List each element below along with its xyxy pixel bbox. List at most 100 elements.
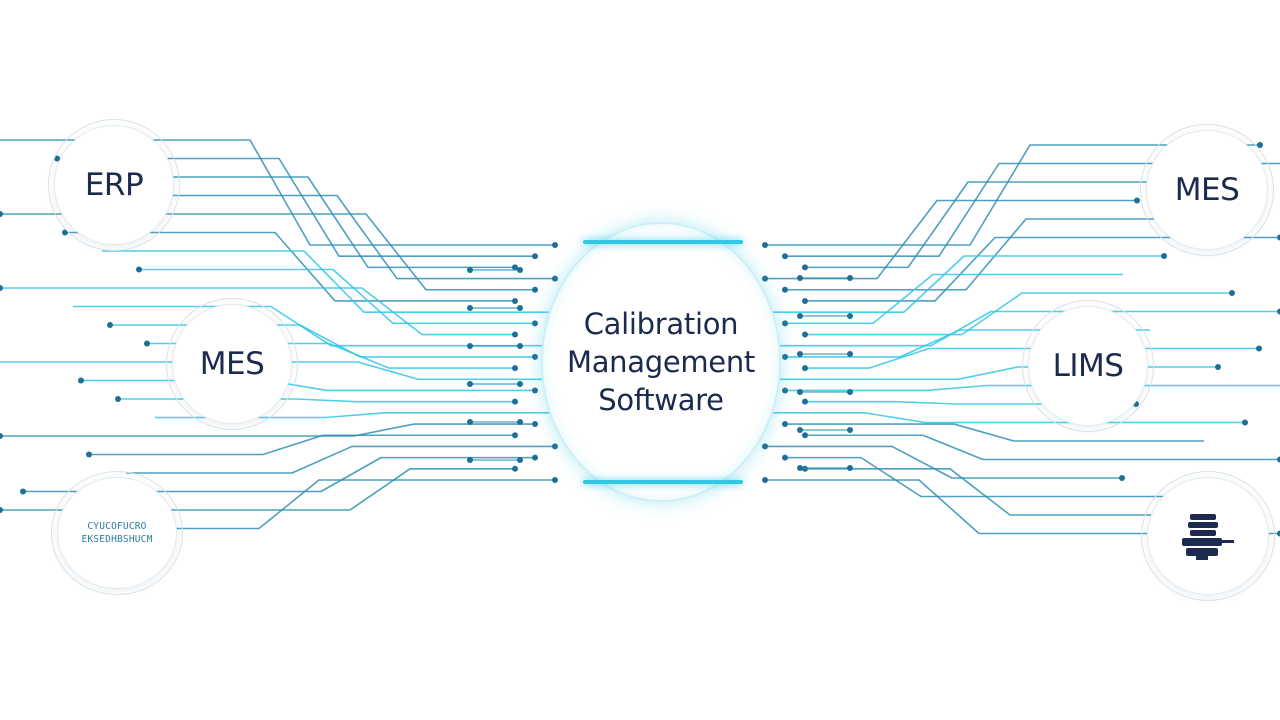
circuit-trace [23, 456, 535, 493]
trace-end-dot [517, 305, 523, 311]
trace-end-dot [1134, 197, 1140, 204]
trace-end-dot [467, 343, 473, 349]
circuit-trace [785, 456, 1231, 498]
trace-end-dot [802, 297, 808, 304]
trace-end-dot [1277, 530, 1280, 537]
trace-end-dot [847, 351, 853, 357]
trace-end-dot [1161, 253, 1167, 259]
trace-end-dot [532, 421, 538, 428]
trace-end-dot [532, 387, 538, 394]
trace-end-dot [762, 443, 768, 450]
circuit-trace [805, 181, 1178, 269]
trace-end-dot [1215, 364, 1221, 370]
circuit-trace [785, 423, 1204, 442]
circuit-trace [139, 268, 535, 325]
trace-end-dot [797, 351, 803, 357]
circuit-trace [81, 379, 535, 392]
circuit-trace [765, 310, 1280, 347]
circuit-trace [765, 255, 1164, 313]
trace-end-dot [847, 313, 853, 319]
node-erp-label: ERP [84, 167, 144, 203]
trace-end-dot [517, 267, 523, 273]
trace-end-dot [0, 433, 3, 439]
trace-end-dot [512, 365, 518, 372]
trace-end-dot [782, 353, 788, 360]
trace-end-dot [517, 419, 523, 425]
trace-end-dot [802, 264, 808, 271]
circuit-trace [126, 445, 555, 474]
trace-end-dot [782, 387, 788, 394]
circuit-trace [805, 292, 1232, 336]
circuit-trace [0, 213, 535, 291]
circuit-trace [131, 194, 555, 280]
trace-end-dot [532, 454, 538, 461]
trace-end-dot [512, 398, 518, 405]
trace-end-dot [797, 313, 803, 319]
trace-end-dot [802, 331, 808, 338]
trace-end-dot [0, 211, 3, 217]
trace-end-dot [802, 398, 808, 405]
trace-end-dot [782, 320, 788, 327]
trace-end-dot [552, 477, 558, 483]
circuit-trace [765, 412, 1245, 424]
trace-end-dot [762, 477, 768, 483]
trace-end-dot [0, 285, 3, 291]
trace-end-dot [86, 451, 92, 458]
trace-end-dot [552, 275, 558, 282]
trace-end-dot [467, 457, 473, 463]
circuit-trace [805, 434, 1280, 461]
trace-end-dot [802, 432, 808, 439]
node-unreadable: CYUCOFUCRO EKSEDHBSHUCM [51, 471, 183, 595]
trace-end-dot [782, 253, 788, 260]
trace-end-dot [1277, 234, 1280, 241]
circuit-trace [785, 162, 1280, 257]
trace-end-dot [797, 427, 803, 433]
trace-end-dot [512, 297, 518, 304]
circuit-trace [765, 445, 1122, 479]
trace-end-dot [115, 396, 121, 402]
trace-end-dot [512, 264, 518, 271]
trace-end-dot [1256, 345, 1262, 352]
trace-end-dot [847, 275, 853, 281]
trace-end-dot [532, 353, 538, 360]
trace-end-dot [847, 389, 853, 395]
trace-end-dot [782, 454, 788, 461]
circuit-trace [765, 144, 1260, 246]
trace-end-dot [1277, 456, 1280, 463]
circuit-trace [805, 236, 1280, 302]
trace-end-dot [552, 242, 558, 248]
circuit-trace [102, 250, 555, 313]
trace-end-dot [78, 377, 84, 384]
trace-end-dot [532, 253, 538, 260]
circuit-trace [0, 287, 515, 336]
trace-end-dot [1257, 142, 1263, 148]
circuit-trace [0, 423, 535, 437]
trace-end-dot [517, 343, 523, 349]
trace-end-dot [782, 421, 788, 428]
trace-end-dot [782, 286, 788, 293]
node-lims-label: LIMS [1052, 348, 1124, 384]
trace-end-dot [512, 331, 518, 338]
hub-calibration-management-software: Calibration Management Software [541, 222, 781, 502]
trace-end-dot [797, 465, 803, 471]
trace-end-dot [136, 266, 142, 273]
hub-glow-arc-top [583, 240, 743, 244]
trace-end-dot [802, 365, 808, 372]
trace-end-dot [847, 427, 853, 433]
trace-end-dot [517, 381, 523, 387]
circuit-trace [805, 468, 1190, 516]
circuit-trace [94, 176, 515, 269]
circuit-trace [765, 479, 1280, 535]
trace-end-dot [467, 381, 473, 387]
trace-end-dot [0, 507, 3, 513]
trace-end-dot [1229, 290, 1235, 296]
trace-end-dot [797, 275, 803, 281]
trace-end-dot [107, 322, 113, 328]
trace-end-dot [552, 443, 558, 450]
node-lims: LIMS [1022, 300, 1154, 432]
trace-end-dot [467, 267, 473, 273]
trace-end-dot [1119, 475, 1125, 481]
node-equipment [1141, 471, 1275, 601]
circuit-trace [65, 231, 515, 302]
